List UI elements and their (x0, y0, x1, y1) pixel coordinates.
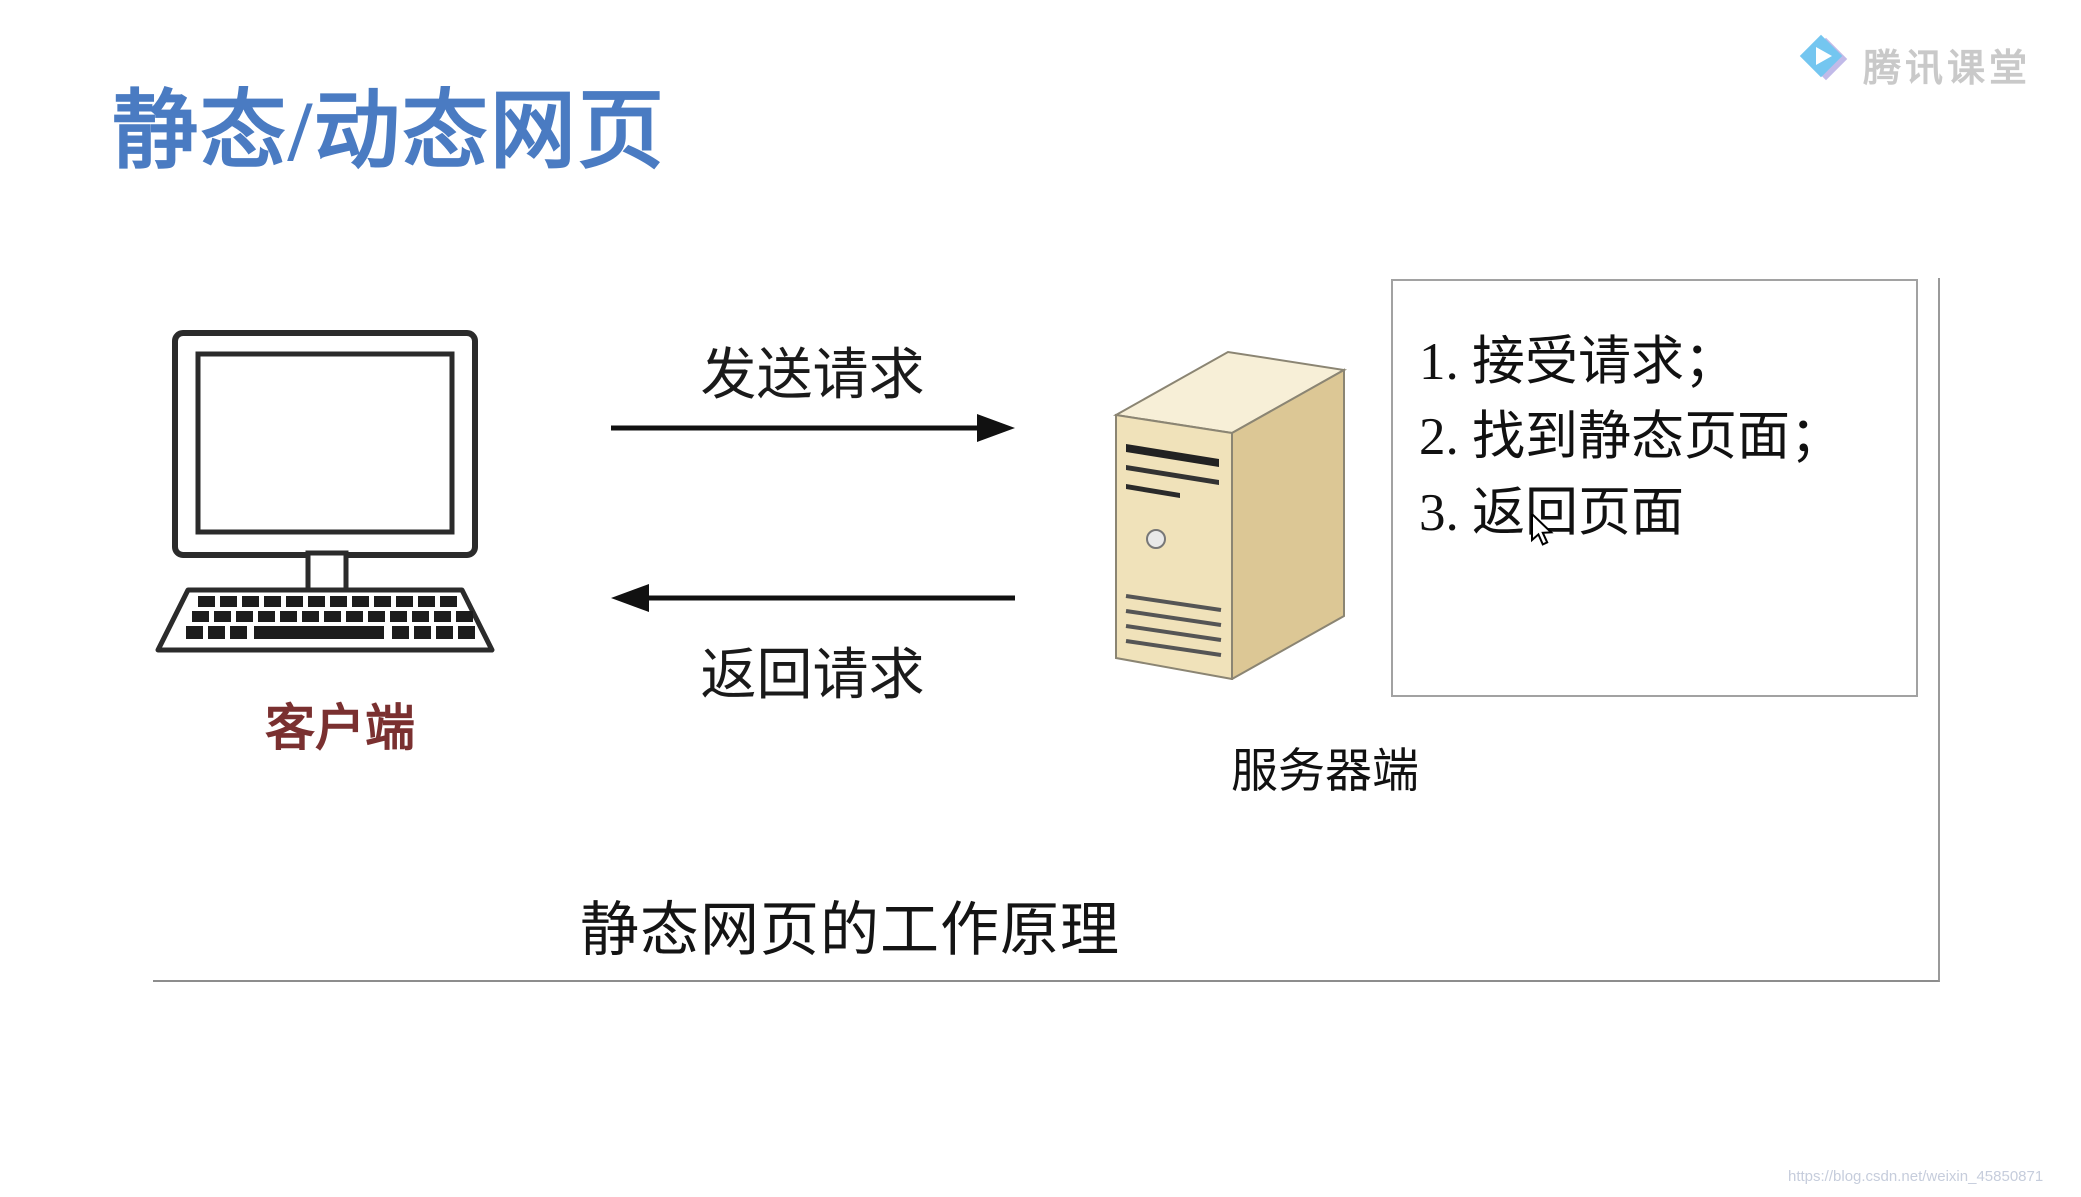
csdn-watermark: https://blog.csdn.net/weixin_45850871 (1788, 1168, 2044, 1185)
server-step-2: 2. 找到静态页面； (1419, 408, 1843, 467)
server-tower-icon (1100, 312, 1368, 685)
mouse-cursor-icon (1530, 511, 1556, 551)
page-title: 静态/动态网页 (112, 83, 666, 179)
diagram-caption: 静态网页的工作原理 (579, 897, 1120, 963)
client-label: 客户端 (265, 700, 415, 756)
server-steps-box: 1. 接受请求； 2. 找到静态页面； 3. 返回页面 (1391, 279, 1918, 697)
send-arrow-icon (605, 402, 1020, 459)
client-computer-icon (150, 328, 500, 663)
send-arrow-label: 发送请求 (700, 345, 925, 407)
diagram-frame (153, 278, 1940, 982)
return-arrow-icon (605, 572, 1020, 629)
server-step-1: 1. 接受请求； (1419, 333, 1737, 391)
server-label: 服务器端 (1231, 746, 1419, 798)
server-step-3: 3. 返回页面 (1419, 483, 1684, 542)
brand-watermark: 腾讯课堂 (1795, 34, 2031, 95)
return-arrow-label: 返回请求 (700, 645, 925, 707)
play-diamond-icon (1795, 34, 1851, 95)
brand-name: 腾讯课堂 (1863, 48, 2032, 90)
